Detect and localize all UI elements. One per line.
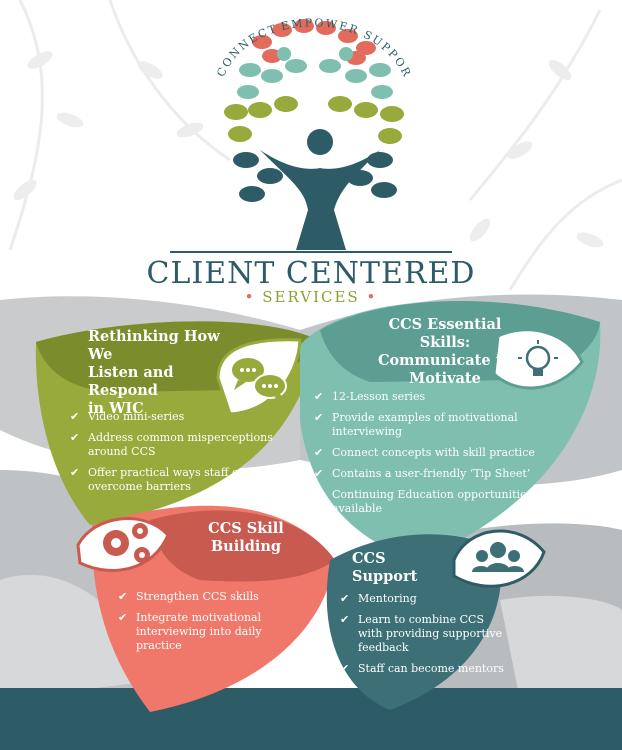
rethinking-title-line: Listen and Respond (88, 364, 174, 399)
logo-subtitle: • SERVICES • (0, 288, 622, 306)
list-item: ✔Provide examples of motivational interv… (314, 411, 518, 438)
building-title-line: CCS Skill (208, 520, 284, 537)
check-icon: ✔ (118, 590, 128, 603)
check-icon: ✔ (314, 390, 324, 403)
check-icon: ✔ (340, 662, 350, 675)
subtitle-dot-left: • (244, 288, 256, 306)
logo-subtitle-text: SERVICES (262, 288, 360, 306)
check-icon: ✔ (314, 446, 324, 459)
leaf-building-header (150, 510, 335, 582)
essential-list: ✔12-Lesson series ✔Provide examples of m… (314, 390, 546, 523)
check-icon: ✔ (70, 431, 80, 444)
tree-logo (170, 19, 452, 253)
list-item: ✔Contains a user-friendly ‘Tip Sheet’ (314, 467, 531, 480)
list-item: ✔Strengthen CCS skills (118, 590, 259, 603)
background-branches (8, 0, 622, 291)
list-item: ✔Continuing Education opportunities avai… (314, 488, 533, 515)
list-item: ✔Learn to combine CCS with providing sup… (340, 613, 503, 654)
list-item: ✔12-Lesson series (314, 390, 426, 403)
support-list: ✔Mentoring ✔Learn to combine CCS with pr… (340, 592, 510, 683)
support-title: CCS Support (352, 550, 452, 586)
building-title-line: Building (210, 538, 282, 555)
rethinking-title-line: in WIC (88, 400, 144, 417)
check-icon: ✔ (314, 488, 324, 501)
rethinking-title: Rethinking How We Listen and Respond in … (88, 328, 248, 418)
check-icon: ✔ (340, 613, 350, 626)
check-icon: ✔ (70, 466, 80, 479)
essential-title-line: CCS Essential Skills: (388, 316, 502, 351)
list-item: ✔Mentoring (340, 592, 417, 605)
essential-title-line: Motivate (409, 370, 481, 387)
building-title: CCS Skill Building (196, 520, 296, 556)
subtitle-dot-right: • (366, 288, 378, 306)
support-title-line: CCS Support (352, 550, 418, 585)
rethinking-title-line: Rethinking How We (88, 328, 220, 363)
building-list: ✔Strengthen CCS skills ✔Integrate motiva… (118, 590, 308, 660)
tree-person-head (307, 129, 333, 155)
list-item: ✔Address common misperceptions around CC… (70, 431, 273, 458)
check-icon: ✔ (314, 411, 324, 424)
background-leaves (13, 51, 604, 248)
gears-icon (76, 517, 170, 572)
check-icon: ✔ (314, 467, 324, 480)
lightbulb-icon (492, 328, 584, 390)
check-icon: ✔ (118, 611, 128, 624)
rethinking-list: ✔Video mini-series ✔Address common mispe… (70, 410, 285, 501)
tree-leaves (224, 19, 404, 202)
footer-band (0, 688, 622, 750)
check-icon: ✔ (340, 592, 350, 605)
list-item: ✔Integrate motivational interviewing int… (118, 611, 262, 652)
essential-title-line: Communicate to (377, 352, 513, 369)
list-item: ✔Offer practical ways staff can overcome… (70, 466, 252, 493)
essential-title: CCS Essential Skills: Communicate to Mot… (370, 316, 520, 388)
logo-title: CLIENT CENTERED (146, 256, 476, 291)
list-item: ✔Video mini-series (70, 410, 185, 423)
check-icon: ✔ (70, 410, 80, 423)
list-item: ✔Staff can become mentors (340, 662, 504, 675)
tree-trunk (260, 150, 380, 250)
chat-bubbles-icon (216, 338, 302, 416)
list-item: ✔Connect concepts with skill practice (314, 446, 535, 459)
group-people-icon (452, 529, 546, 588)
